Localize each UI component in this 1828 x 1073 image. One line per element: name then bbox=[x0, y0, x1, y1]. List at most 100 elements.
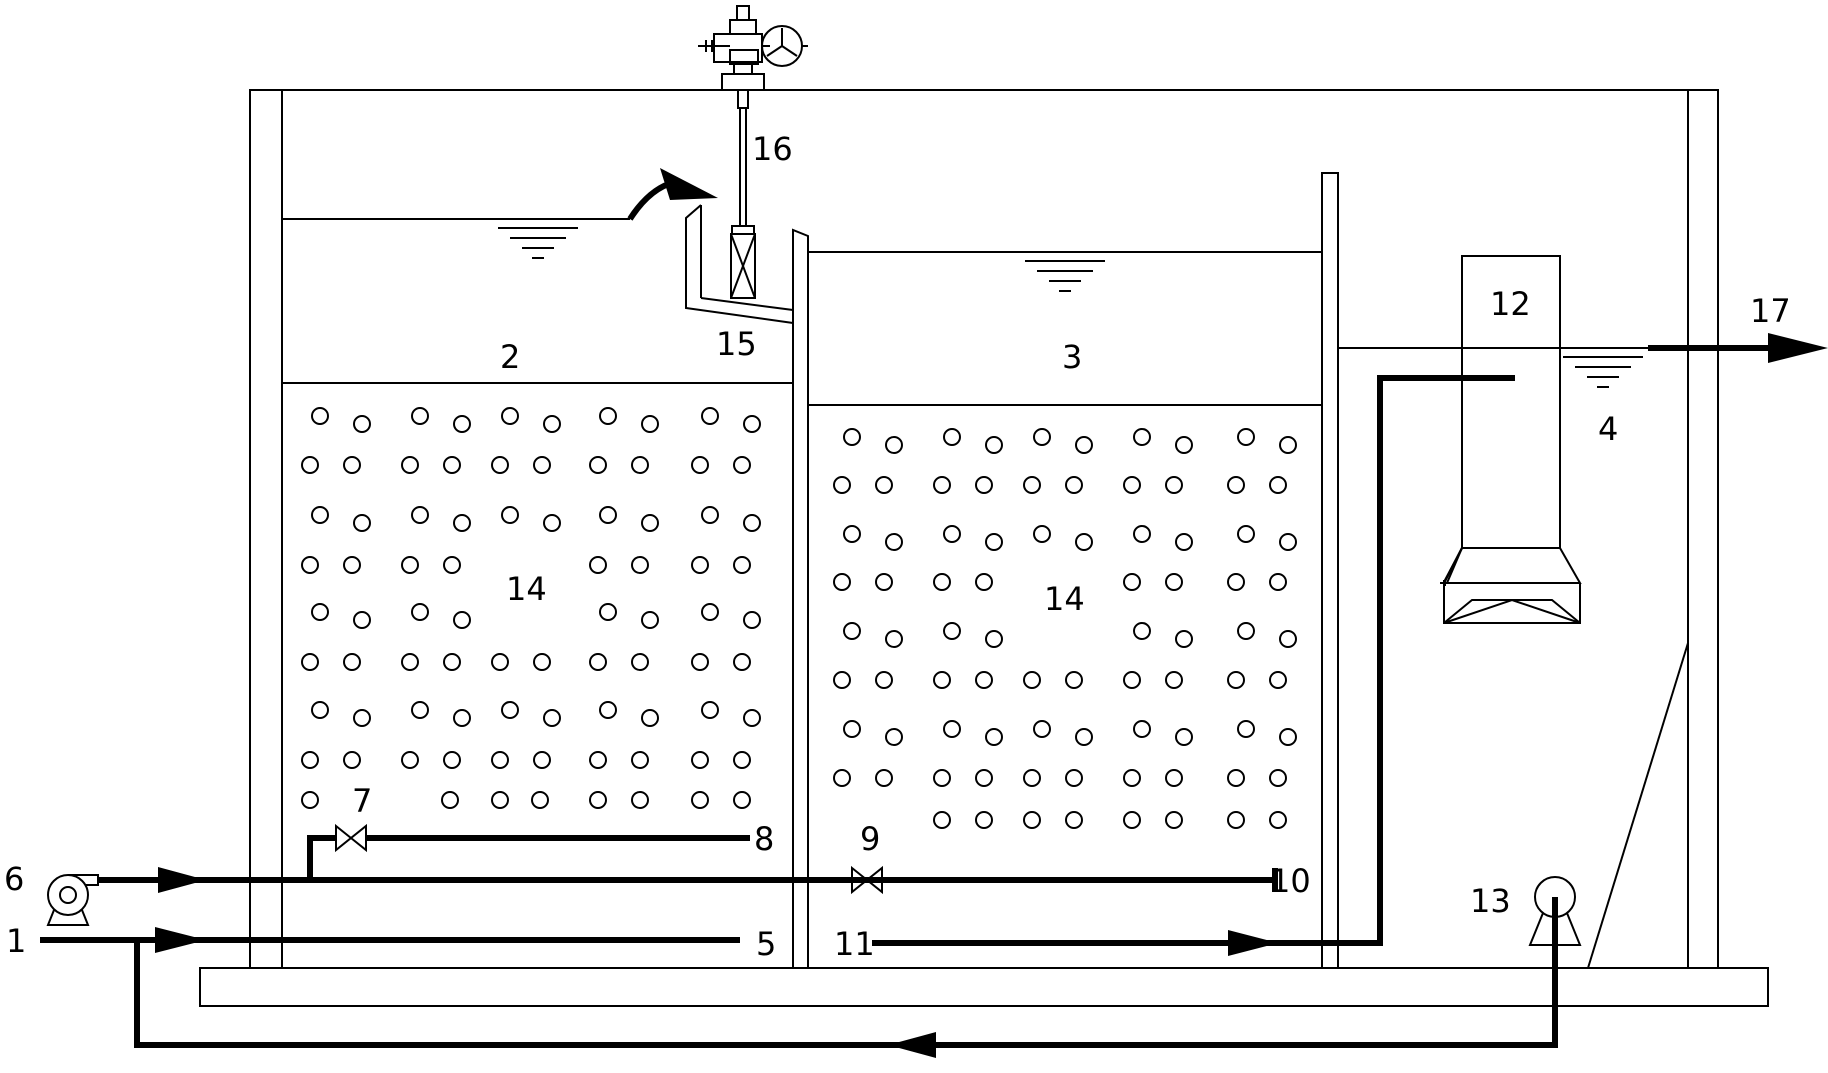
media-carrier bbox=[1033, 525, 1051, 543]
recycle-pipe bbox=[134, 897, 1558, 1048]
media-carrier bbox=[311, 506, 329, 524]
media-carrier bbox=[543, 514, 561, 532]
media-carrier bbox=[943, 428, 961, 446]
media-carrier bbox=[833, 476, 851, 494]
media-carrier bbox=[975, 811, 993, 829]
media-carrier bbox=[833, 769, 851, 787]
media-carrier bbox=[1023, 811, 1041, 829]
media-carrier bbox=[401, 751, 419, 769]
outlet-arrow-17 bbox=[1768, 333, 1828, 363]
level-actuator bbox=[698, 5, 808, 299]
media-carrier bbox=[1227, 811, 1245, 829]
media-carrier bbox=[743, 709, 761, 727]
media-carrier bbox=[943, 622, 961, 640]
media-carrier bbox=[933, 671, 951, 689]
media-carrier bbox=[353, 611, 371, 629]
media-carrier bbox=[641, 514, 659, 532]
media-carrier bbox=[411, 603, 429, 621]
media-carrier bbox=[1033, 720, 1051, 738]
label-2: 2 bbox=[500, 338, 520, 376]
media-carrier bbox=[531, 791, 549, 809]
media-carrier bbox=[691, 653, 709, 671]
media-carrier bbox=[641, 611, 659, 629]
pump-icon bbox=[1528, 876, 1582, 946]
media-carrier bbox=[1165, 476, 1183, 494]
media-carrier bbox=[501, 506, 519, 524]
media-carrier bbox=[875, 769, 893, 787]
media-carrier bbox=[1123, 811, 1141, 829]
water-level-symbol-zone-3 bbox=[1025, 260, 1105, 292]
media-carrier bbox=[843, 720, 861, 738]
media-carrier bbox=[943, 525, 961, 543]
media-carrier bbox=[1269, 476, 1287, 494]
partition-wall-2 bbox=[1321, 172, 1339, 969]
media-carrier bbox=[491, 751, 509, 769]
media-carrier bbox=[1165, 769, 1183, 787]
media-carrier bbox=[691, 556, 709, 574]
media-carrier bbox=[311, 701, 329, 719]
media-carrier bbox=[501, 701, 519, 719]
media-carrier bbox=[311, 407, 329, 425]
media-carrier bbox=[975, 769, 993, 787]
media-carrier bbox=[885, 533, 903, 551]
media-carrier bbox=[1279, 533, 1297, 551]
media-carrier bbox=[1023, 476, 1041, 494]
media-carrier bbox=[691, 456, 709, 474]
media-carrier bbox=[691, 751, 709, 769]
media-carrier bbox=[401, 456, 419, 474]
label-8: 8 bbox=[754, 820, 774, 858]
media-carrier bbox=[411, 506, 429, 524]
media-carrier bbox=[1065, 769, 1083, 787]
label-14-zone-2: 14 bbox=[506, 570, 547, 608]
media-carrier bbox=[1165, 671, 1183, 689]
media-carrier bbox=[875, 573, 893, 591]
media-carrier bbox=[743, 611, 761, 629]
water-level-symbols bbox=[498, 227, 1643, 388]
media-carrier bbox=[453, 514, 471, 532]
media-carrier bbox=[885, 728, 903, 746]
media-carrier bbox=[599, 701, 617, 719]
media-carrier bbox=[1227, 573, 1245, 591]
media-carrier bbox=[353, 709, 371, 727]
media-carrier bbox=[411, 407, 429, 425]
overflow-arrow-head bbox=[660, 168, 718, 200]
label-14-zone-3: 14 bbox=[1044, 580, 1085, 618]
media-carrier bbox=[1269, 671, 1287, 689]
media-carrier bbox=[491, 653, 509, 671]
recycle-arrow bbox=[888, 1032, 936, 1058]
media-carrier bbox=[975, 671, 993, 689]
inlet-arrow-1 bbox=[155, 927, 206, 953]
label-7: 7 bbox=[352, 782, 372, 820]
media-carrier bbox=[1237, 428, 1255, 446]
media-carrier bbox=[843, 428, 861, 446]
media-carrier bbox=[411, 701, 429, 719]
media-carrier bbox=[533, 456, 551, 474]
media-carrier bbox=[599, 603, 617, 621]
media-carrier bbox=[1075, 533, 1093, 551]
media-carrier bbox=[843, 622, 861, 640]
media-carrier bbox=[701, 407, 719, 425]
air-branch-pipe bbox=[307, 835, 336, 880]
media-carrier bbox=[1133, 428, 1151, 446]
media-carrier bbox=[985, 436, 1003, 454]
media-carrier bbox=[1175, 533, 1193, 551]
actuator-body bbox=[713, 33, 763, 63]
media-carrier bbox=[1279, 436, 1297, 454]
valve-9 bbox=[851, 865, 883, 895]
media-carrier bbox=[1269, 769, 1287, 787]
transfer-arrow-11 bbox=[1228, 930, 1278, 956]
label-3: 3 bbox=[1062, 338, 1082, 376]
pipes bbox=[40, 333, 1828, 1058]
settler-skirt bbox=[1442, 547, 1582, 584]
media-carrier bbox=[589, 791, 607, 809]
media-carrier bbox=[1237, 720, 1255, 738]
blower-icon bbox=[46, 874, 99, 926]
tank-structure bbox=[199, 89, 1769, 1007]
media-carrier bbox=[1065, 671, 1083, 689]
gate-valve-body bbox=[730, 233, 756, 299]
media-carrier bbox=[1023, 671, 1041, 689]
media-carrier bbox=[975, 573, 993, 591]
media-carrier bbox=[691, 791, 709, 809]
media-carrier bbox=[885, 436, 903, 454]
